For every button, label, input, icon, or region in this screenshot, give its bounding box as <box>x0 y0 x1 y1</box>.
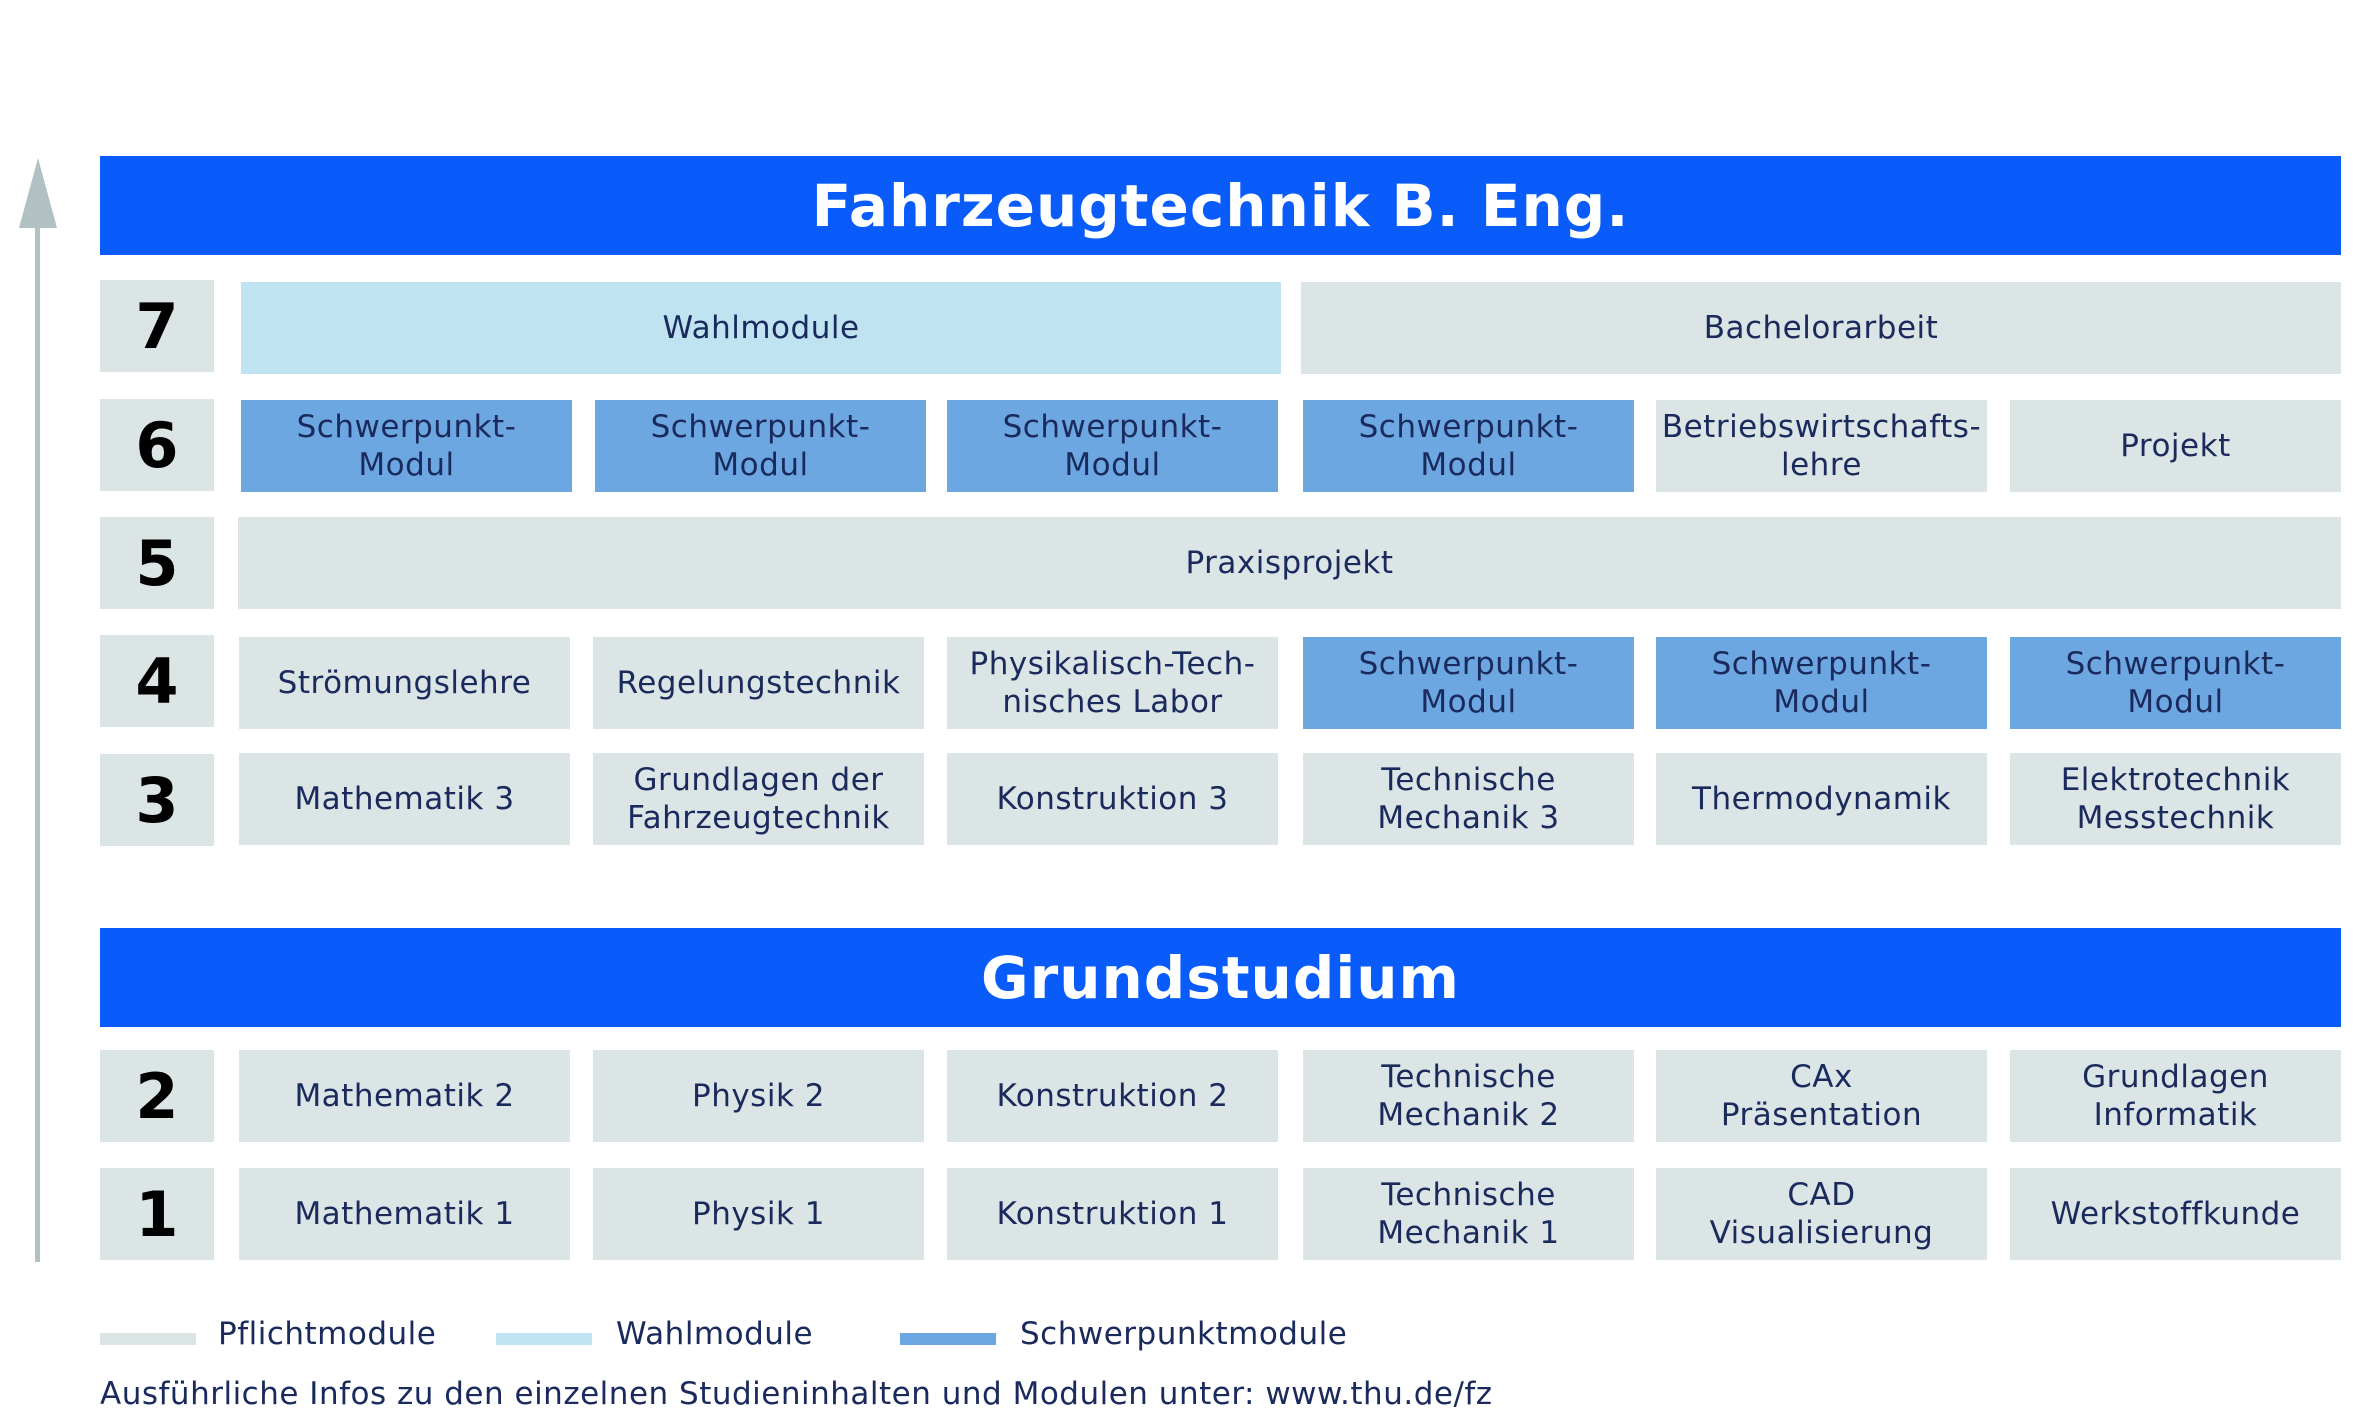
module-s4-3: Physikalisch-Tech-nisches Labor <box>947 637 1278 729</box>
module-bachelorarbeit: Bachelorarbeit <box>1301 282 2341 374</box>
arrow-shaft <box>35 195 40 1262</box>
semester-label-5: 5 <box>100 517 214 609</box>
legend-label-pflicht: Pflichtmodule <box>218 1316 437 1352</box>
legend-swatch-wahl <box>496 1333 592 1345</box>
module-s1-1: Mathematik 1 <box>239 1168 570 1260</box>
module-s1-3: Konstruktion 1 <box>947 1168 1278 1260</box>
module-s1-6: Werkstoffkunde <box>2010 1168 2341 1260</box>
module-s3-1: Mathematik 3 <box>239 753 570 845</box>
module-s6-1: Schwerpunkt-Modul <box>241 400 572 492</box>
module-s6-5: Betriebswirtschafts-lehre <box>1656 400 1987 492</box>
legend-swatch-schwerpunkt <box>900 1333 996 1345</box>
module-s6-2: Schwerpunkt-Modul <box>595 400 926 492</box>
module-s2-2: Physik 2 <box>593 1050 924 1142</box>
semester-label-3: 3 <box>100 754 214 846</box>
module-s2-3: Konstruktion 2 <box>947 1050 1278 1142</box>
legend-swatch-pflicht <box>100 1333 196 1345</box>
module-s4-5: Schwerpunkt-Modul <box>1656 637 1987 729</box>
module-wahlmodule: Wahlmodule <box>241 282 1281 374</box>
module-s3-5: Thermodynamik <box>1656 753 1987 845</box>
module-s2-1: Mathematik 2 <box>239 1050 570 1142</box>
module-s4-2: Regelungstechnik <box>593 637 924 729</box>
module-praxisprojekt: Praxisprojekt <box>238 517 2341 609</box>
module-s3-3: Konstruktion 3 <box>947 753 1278 845</box>
legend-label-schwerpunkt: Schwerpunktmodule <box>1020 1316 1348 1352</box>
footer-info-text: Ausführliche Infos zu den einzelnen Stud… <box>100 1376 1493 1412</box>
module-s4-4: Schwerpunkt-Modul <box>1303 637 1634 729</box>
legend-label-wahl: Wahlmodule <box>616 1316 814 1352</box>
semester-label-7: 7 <box>100 280 214 372</box>
semester-label-4: 4 <box>100 635 214 727</box>
semester-label-1: 1 <box>100 1168 214 1260</box>
semester-label-6: 6 <box>100 399 214 491</box>
grundstudium-banner: Grundstudium <box>100 928 2341 1027</box>
module-s6-4: Schwerpunkt-Modul <box>1303 400 1634 492</box>
module-s4-6: Schwerpunkt-Modul <box>2010 637 2341 729</box>
module-s6-6: Projekt <box>2010 400 2341 492</box>
semester-label-2: 2 <box>100 1050 214 1142</box>
module-s6-3: Schwerpunkt-Modul <box>947 400 1278 492</box>
module-s1-2: Physik 1 <box>593 1168 924 1260</box>
program-title-banner: Fahrzeugtechnik B. Eng. <box>100 156 2341 255</box>
module-s4-1: Strömungslehre <box>239 637 570 729</box>
